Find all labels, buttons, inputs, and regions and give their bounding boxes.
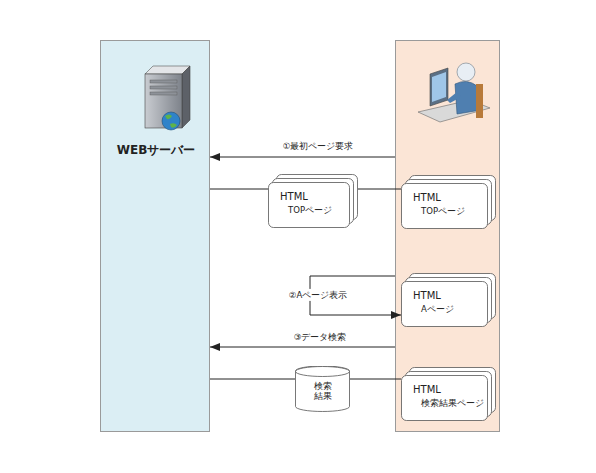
database-label: 検索 結果 (311, 381, 335, 402)
connector-line (210, 189, 268, 190)
client-band: HTML TOPページ HTML Aページ HTML 検索結果ページ (395, 40, 500, 432)
document-title: Aページ (421, 305, 454, 315)
connector-line (358, 189, 401, 190)
document-sheet (402, 184, 488, 229)
server-band: WEBサーバー (100, 40, 210, 432)
chair (476, 84, 483, 118)
edge-label: ②Aページ表示 (287, 289, 349, 301)
document-type: HTML (280, 191, 308, 203)
database-cylinder: 検索 結果 (295, 366, 350, 412)
connector-arrow (210, 347, 395, 348)
cylinder-top (296, 367, 350, 377)
globe (162, 112, 180, 130)
person-arm (447, 92, 461, 103)
document-sheet (402, 376, 488, 421)
document-sheet (269, 183, 350, 228)
person-body (455, 81, 481, 114)
document-sheet (402, 282, 488, 327)
server-top (145, 66, 190, 74)
desk (418, 100, 490, 122)
html-document: HTML TOPページ (268, 174, 358, 228)
html-document: HTML TOPページ (401, 175, 496, 229)
document-title: 検索結果ページ (421, 399, 484, 409)
document-title: TOPページ (288, 206, 332, 216)
edge-label: ①最初ページ要求 (281, 140, 356, 152)
html-document: HTML Aページ (401, 273, 496, 327)
server-slot (150, 92, 177, 95)
document-type: HTML (413, 192, 441, 204)
cylinder-body (296, 366, 350, 411)
globe-land (165, 115, 177, 128)
server-label: WEBサーバー (101, 144, 211, 158)
connector-line (350, 379, 401, 380)
connector-arrow (210, 157, 395, 158)
monitor-screen (432, 72, 446, 102)
server-front (145, 74, 182, 128)
edge-label: ③データ検索 (292, 331, 349, 343)
document-type: HTML (413, 384, 441, 396)
person-head (457, 63, 475, 81)
monitor (430, 68, 448, 106)
document-type: HTML (413, 290, 441, 302)
server-side (182, 66, 190, 128)
server-icon (145, 66, 190, 130)
html-document: HTML 検索結果ページ (401, 367, 496, 421)
server-slot (150, 80, 177, 83)
connector-line (210, 379, 295, 380)
user-icon (418, 63, 490, 122)
server-slot (150, 86, 177, 89)
document-title: TOPページ (421, 207, 465, 217)
